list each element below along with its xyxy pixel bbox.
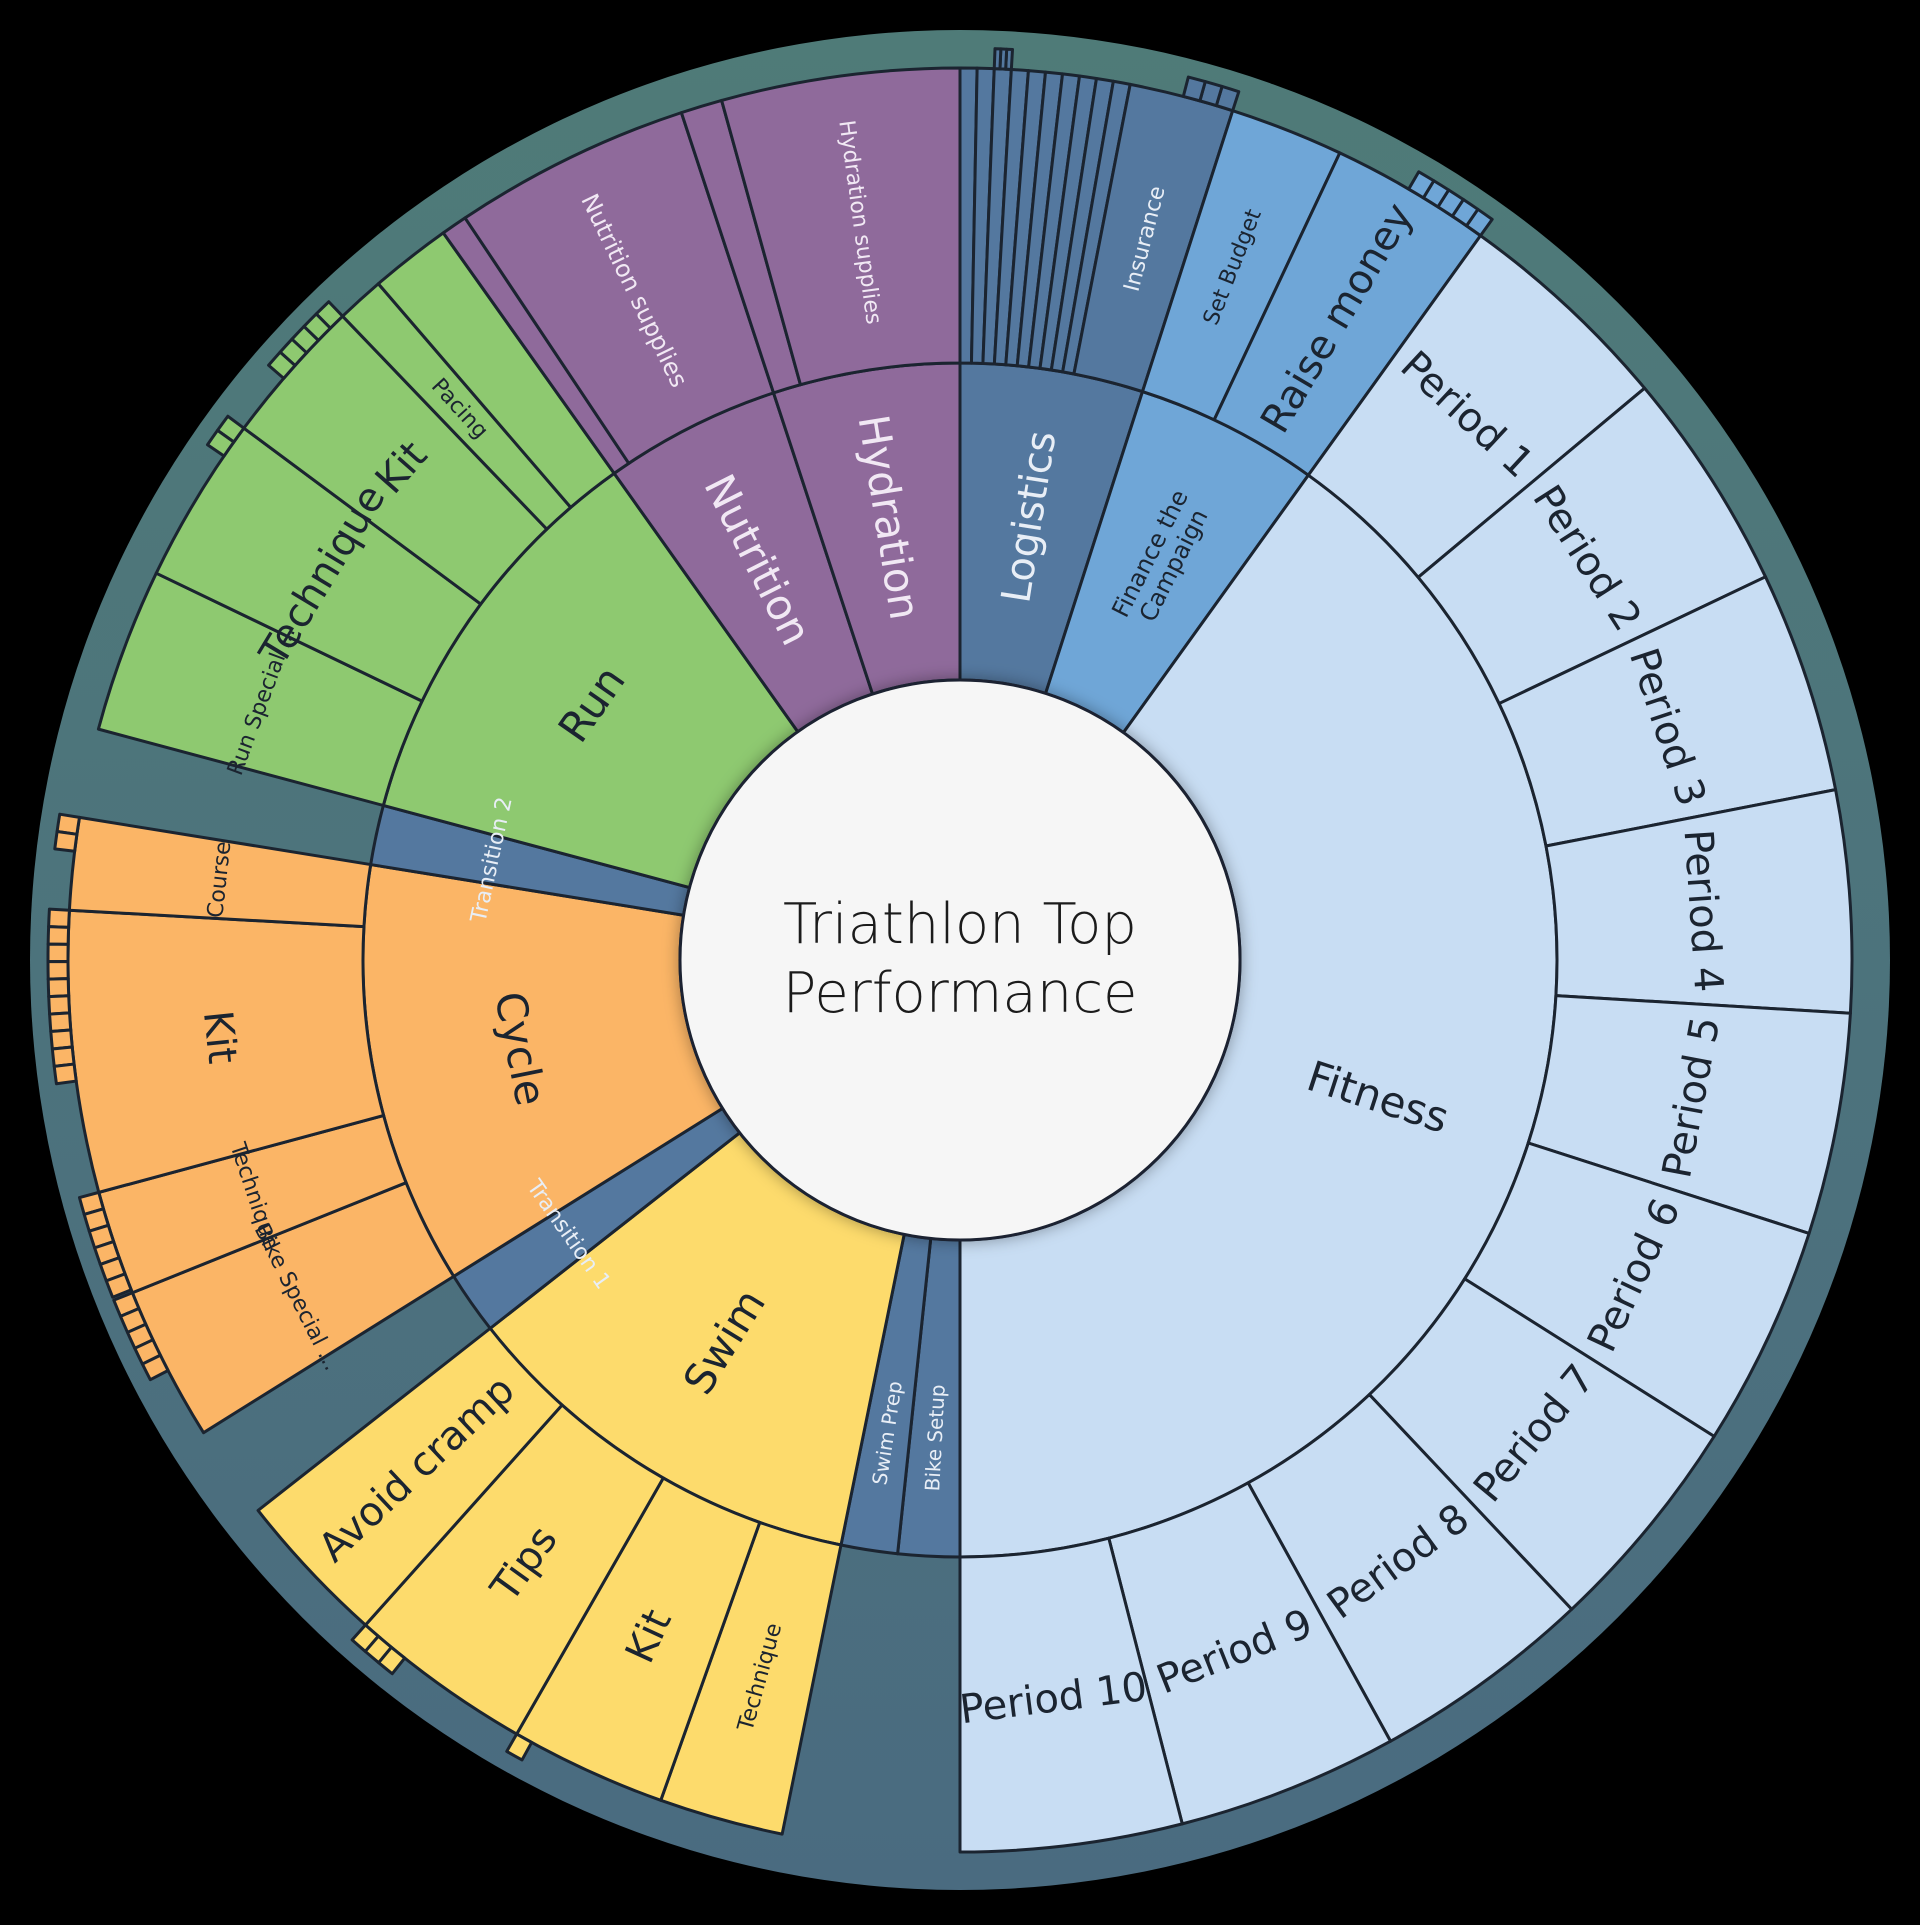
center-title-line2: Performance bbox=[783, 961, 1138, 1026]
segment-tile[interactable] bbox=[46, 960, 70, 981]
segment-tile[interactable] bbox=[52, 1062, 78, 1086]
segment-swim-avoid-cramp[interactable] bbox=[256, 1326, 564, 1627]
segment-tile[interactable] bbox=[1407, 170, 1436, 200]
segment-tile[interactable] bbox=[47, 994, 72, 1016]
segment-tile[interactable] bbox=[53, 829, 79, 853]
segment-fitness-period-10[interactable] bbox=[958, 1536, 1184, 1854]
center-circle bbox=[678, 678, 1242, 1242]
segment-tile[interactable] bbox=[205, 428, 236, 458]
segment-tile[interactable] bbox=[46, 925, 71, 946]
segment-tile[interactable] bbox=[377, 1645, 407, 1676]
segment-tile[interactable] bbox=[992, 47, 1003, 71]
segment-tile[interactable] bbox=[140, 1353, 170, 1382]
label-period-4: Period 4 bbox=[1675, 828, 1732, 994]
segment-hydration-hydration-supplies[interactable] bbox=[720, 66, 962, 387]
segment-tile[interactable] bbox=[46, 977, 71, 999]
segment-tile[interactable] bbox=[47, 907, 71, 929]
center-title: Triathlon Top bbox=[783, 892, 1137, 957]
segment-tile[interactable] bbox=[1181, 75, 1207, 103]
segment-tile[interactable] bbox=[267, 350, 297, 380]
segment-tile[interactable] bbox=[104, 1272, 133, 1299]
label-bike-setup: Bike Setup bbox=[920, 1384, 950, 1492]
segment-tile[interactable] bbox=[46, 942, 70, 964]
label-kit: Kit bbox=[194, 1008, 245, 1066]
